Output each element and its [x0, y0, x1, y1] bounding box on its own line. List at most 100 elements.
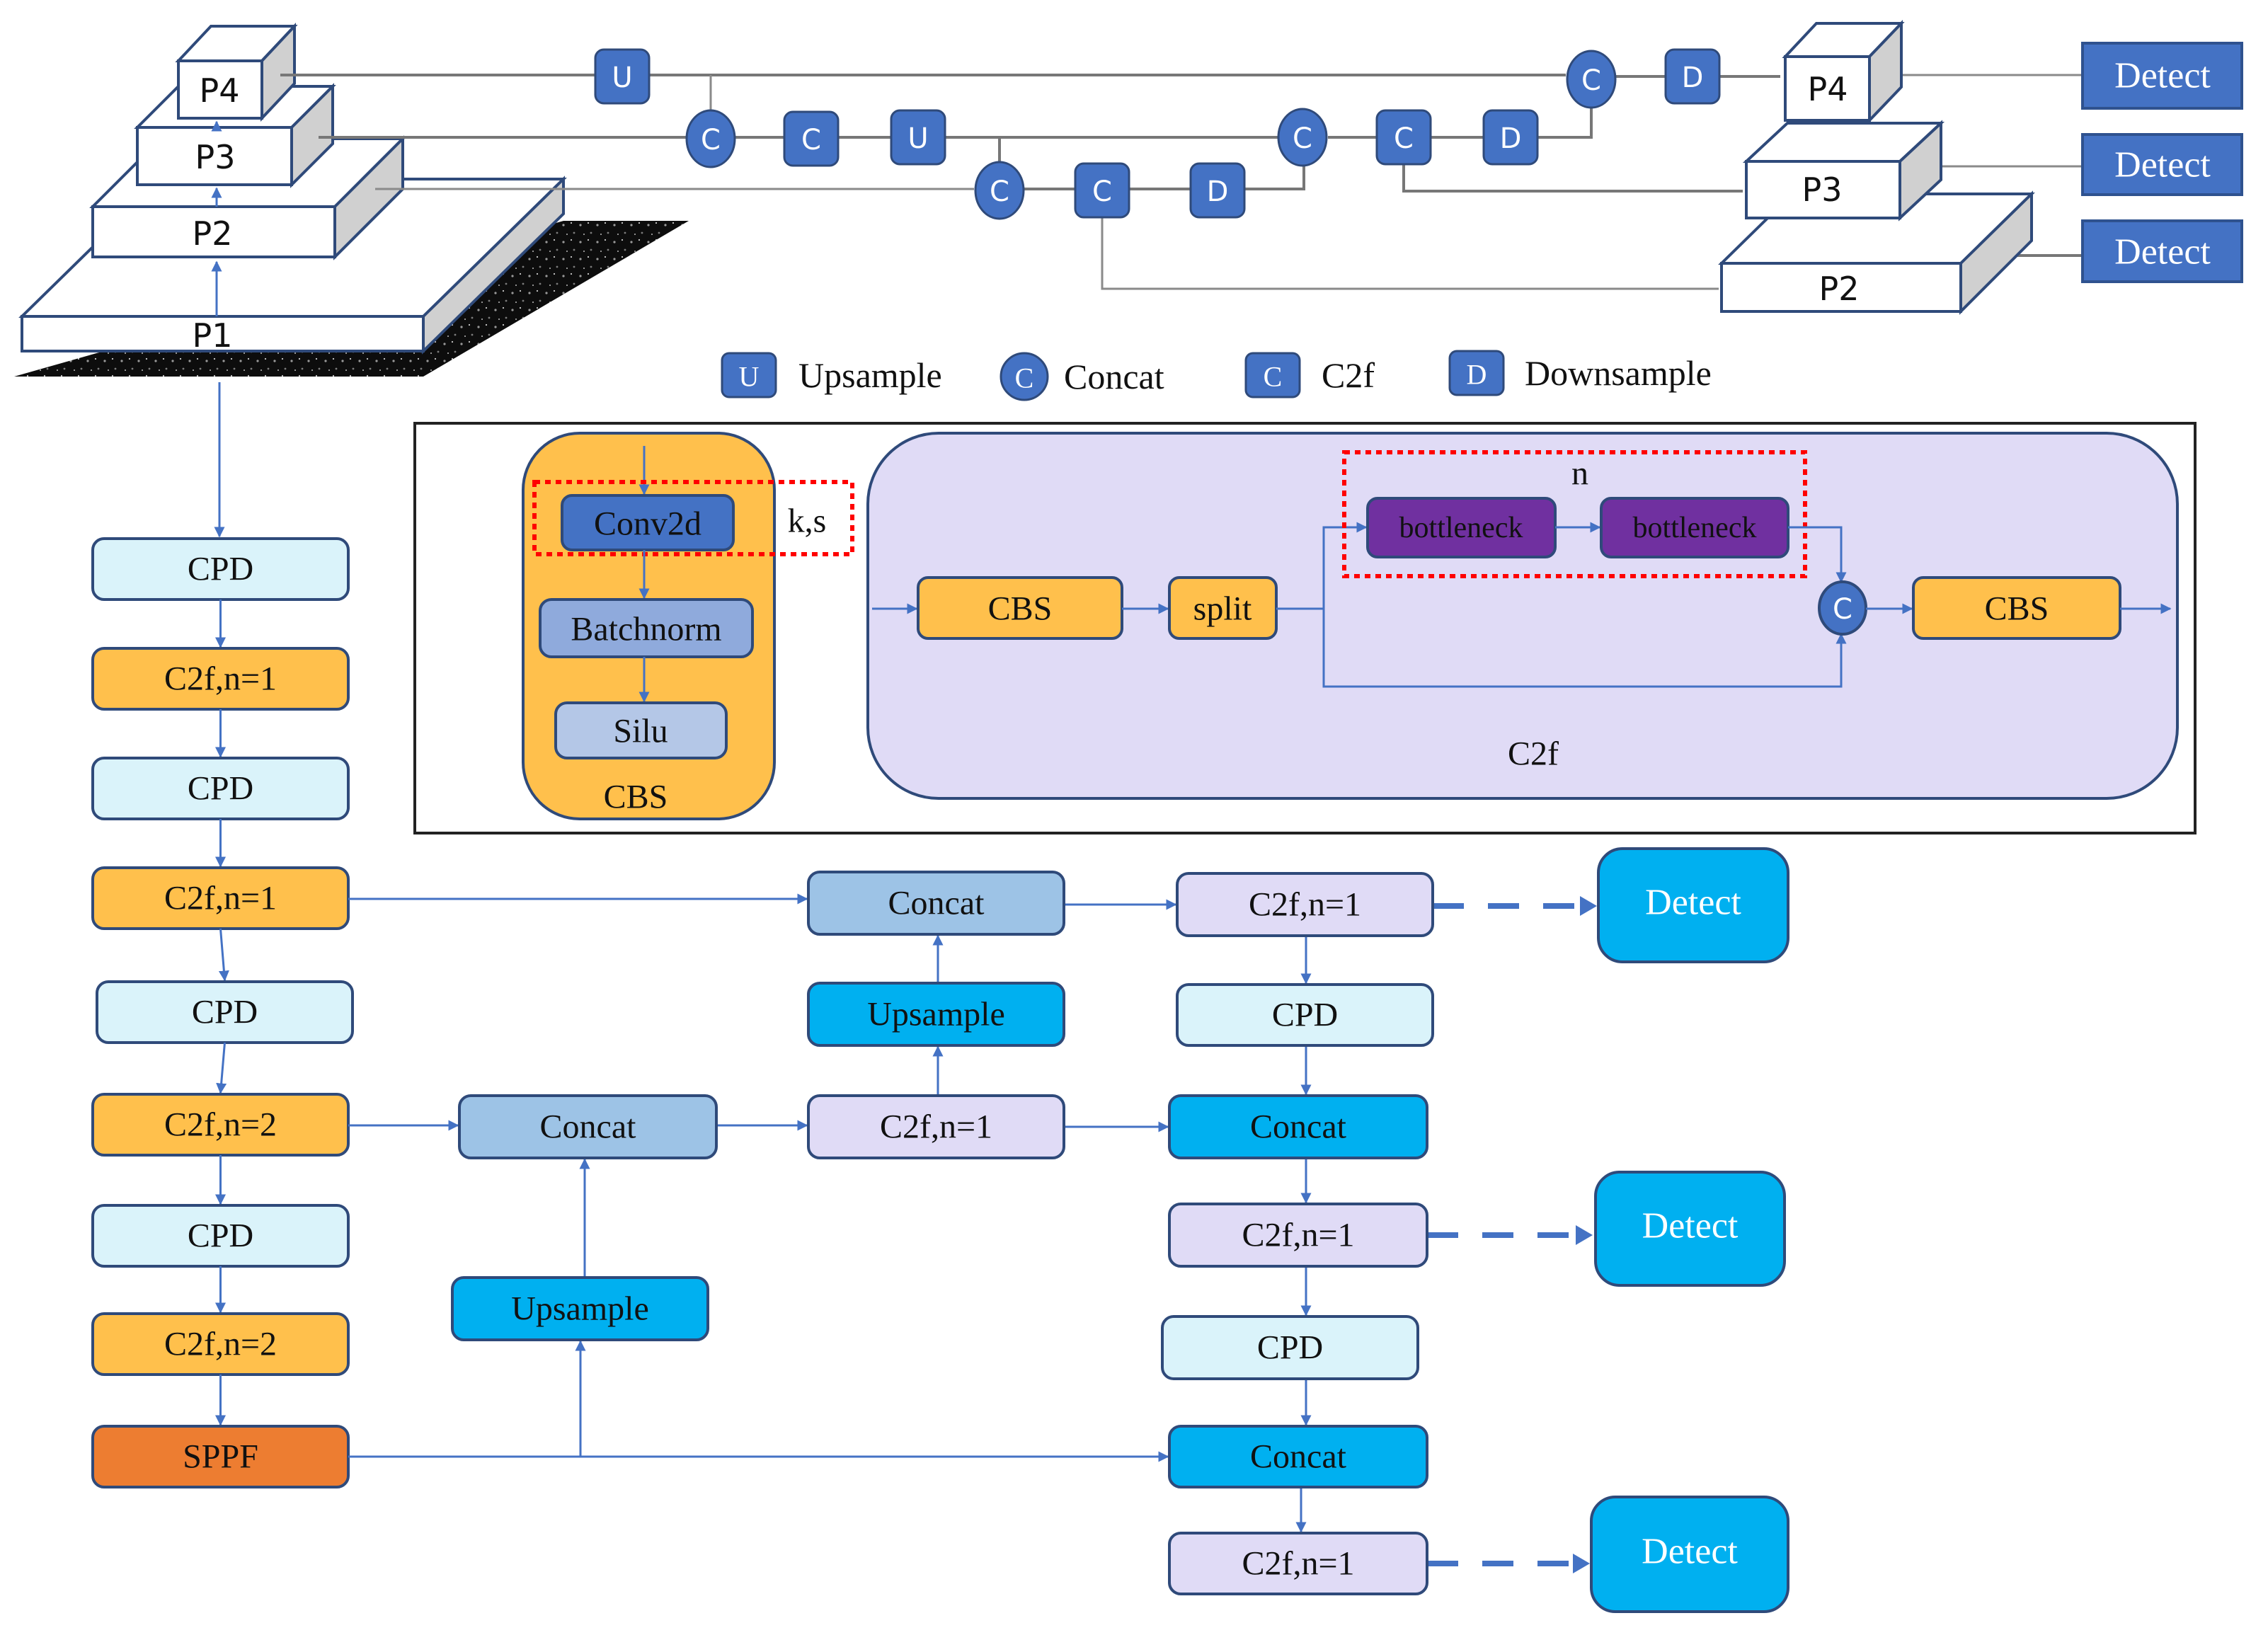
neck-block-shape — [807, 982, 1065, 1047]
neck-block-shape — [1176, 872, 1434, 937]
c2f-node-shape — [1375, 109, 1432, 166]
top-node-upsample: U — [890, 109, 946, 166]
neck-c2f-out3: C2f,n=1 — [1168, 1532, 1428, 1595]
top-node-c2f: C — [1074, 162, 1130, 219]
backbone-column: CPDC2f,n=1CPDC2f,n=1CPDC2f,n=2CPDC2f,n=2… — [91, 537, 354, 1488]
concat-node-shape — [974, 161, 1025, 220]
backbone-cpd-block: CPD — [91, 537, 350, 601]
c2f-cbs-in-label: CBS — [988, 590, 1053, 628]
module-detail-panel: Conv2d k,s Batchnorm Silu CBS CBS split … — [413, 422, 2197, 834]
backbone-arrow — [218, 928, 229, 982]
detect-head-label: Detect — [1642, 1532, 1738, 1572]
f2-to-p2 — [1101, 214, 1719, 290]
legend-concat-icon — [1000, 352, 1049, 401]
neck-c2f-b: C2f,n=1 — [807, 1094, 1065, 1159]
p4-front — [177, 59, 263, 120]
top-node-concat: C — [685, 109, 736, 168]
out-p3-label: P3 — [1802, 171, 1842, 209]
neck-block-label: Concat — [888, 885, 985, 922]
neck-block-label: C2f,n=1 — [1242, 1545, 1354, 1583]
p1-label: P1 — [192, 316, 232, 355]
legend-label: C2f — [1322, 355, 1375, 395]
detect-head-3: Detect — [1590, 1496, 1789, 1613]
bottleneck-repeat-dotted-box — [1342, 450, 1807, 578]
top-node-upsample: U — [594, 48, 651, 105]
top-detect-p2-label: Detect — [2114, 232, 2211, 272]
top-flow-connections — [280, 74, 2083, 290]
backbone-block-label: CPD — [188, 1217, 253, 1255]
p2-front — [91, 205, 336, 258]
backbone-sppf-block: SPPF — [91, 1425, 350, 1488]
neck-block-label: Concat — [1250, 1438, 1347, 1476]
downsample-glyph: D — [1682, 62, 1704, 94]
c2f-node-shape — [1074, 162, 1130, 219]
neck-block-label: C2f,n=1 — [880, 1108, 992, 1146]
backbone-cpd-block: CPD — [91, 757, 350, 820]
neck-block-shape — [1168, 1532, 1428, 1595]
concat-node-shape — [1566, 50, 1617, 109]
legend-glyph: D — [1467, 359, 1487, 391]
legend-glyph: U — [739, 361, 760, 393]
batchnorm-block — [539, 598, 754, 658]
neck-block-label: Upsample — [867, 996, 1005, 1033]
output-feature-pyramid: P2 P3 P4 — [1718, 20, 2035, 315]
top-node-downsample: D — [1482, 109, 1539, 166]
neck-block-label: Concat — [1250, 1108, 1347, 1146]
neck-block-shape — [1168, 1425, 1428, 1488]
bottleneck-2-label: bottleneck — [1633, 512, 1757, 544]
conv2d-block — [561, 494, 735, 551]
neck-block-shape — [807, 1094, 1065, 1159]
neck-block-shape — [458, 1094, 718, 1159]
p1-front — [21, 315, 425, 352]
c2f-concat-glyph: C — [1833, 593, 1852, 626]
repeat-n-label: n — [1571, 455, 1588, 493]
p4-label: P4 — [199, 71, 239, 110]
neck — [348, 893, 1597, 1573]
neck-concat-d: Concat — [1168, 1425, 1428, 1488]
neck-block-shape — [1168, 1094, 1428, 1159]
split-label: split — [1193, 590, 1252, 628]
p2-label: P2 — [192, 214, 232, 253]
out-p3-front — [1745, 160, 1901, 219]
concat-glyph: C — [701, 124, 721, 156]
detect-head-shape — [1590, 1496, 1789, 1613]
backbone-c2f-block: C2f,n=2 — [91, 1312, 350, 1376]
legend-label: Concat — [1064, 357, 1164, 396]
legend-glyph: C — [1264, 361, 1283, 393]
upsample-node-shape — [594, 48, 651, 105]
upsample-glyph: U — [612, 62, 632, 94]
cbs-module-title: CBS — [604, 779, 668, 816]
top-node-downsample: D — [1664, 48, 1721, 105]
downsample-glyph: D — [1500, 122, 1522, 155]
backbone-cpd-block: CPD — [96, 980, 354, 1044]
d2-to-c4 — [1328, 103, 1593, 139]
top-node-c2f: C — [1375, 109, 1432, 166]
detect-head-1: Detect — [1597, 847, 1789, 963]
legend-label: Downsample — [1525, 353, 1712, 393]
c2f-module-title: C2f — [1508, 735, 1559, 773]
c2f-module — [866, 432, 2179, 800]
concat-node-shape — [685, 109, 736, 168]
upsample-glyph: U — [907, 122, 928, 155]
input-feature-pyramid: P1 P2 P3 P4 — [14, 22, 689, 377]
c2f-glyph: C — [801, 124, 821, 156]
neck-block-label: C2f,n=1 — [1242, 1217, 1354, 1254]
downsample-glyph: D — [1207, 176, 1229, 208]
top-detect-p2 — [2081, 219, 2243, 283]
backbone-block-label: C2f,n=1 — [164, 660, 277, 698]
concat-glyph: C — [1581, 64, 1601, 97]
conv-params-label: k,s — [788, 503, 827, 540]
c2f-node-shape — [783, 110, 840, 167]
neck-c2f-out2: C2f,n=1 — [1168, 1203, 1428, 1268]
neck-block-shape — [807, 871, 1065, 936]
out-p2-front — [1720, 262, 1962, 313]
neck-c2f-out1: C2f,n=1 — [1176, 872, 1434, 937]
dashed-arrowhead-2 — [1576, 1225, 1593, 1245]
bottleneck-1-label: bottleneck — [1399, 512, 1523, 544]
top-detect-p4 — [2081, 42, 2243, 110]
neck-block-label: Concat — [540, 1108, 637, 1146]
split-shortcut-arrow — [1322, 609, 1847, 688]
concat-glyph: C — [990, 176, 1009, 208]
